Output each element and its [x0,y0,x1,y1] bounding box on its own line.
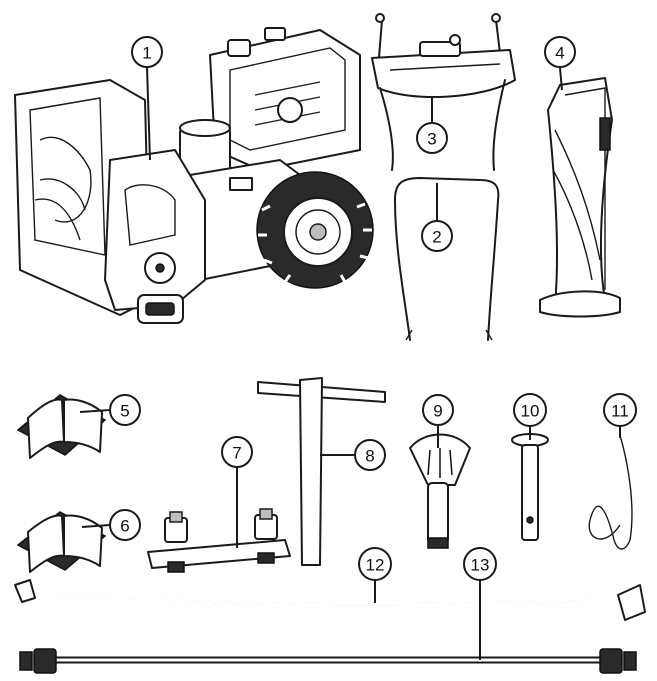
callout-label: 8 [365,447,374,466]
callout-label: 11 [611,402,629,421]
callout-label: 7 [232,444,241,463]
leader-lines [79,66,621,660]
callout-4: 4 [544,36,576,68]
callout-10: 10 [513,393,547,427]
callout-1: 1 [131,36,163,68]
callout-2: 2 [421,220,453,252]
callout-label: 12 [366,556,385,575]
callout-label: 10 [521,402,540,421]
clean-out-tool-illustration [409,433,471,549]
hairpin-clip-illustration [588,434,633,550]
clevis-pin-illustration [511,433,549,541]
callout-7: 7 [221,436,253,468]
callout-12: 12 [358,547,392,581]
t-wrench-illustration [257,377,386,566]
snow-blower-illustration [14,27,374,324]
callout-label: 3 [427,130,436,149]
callout-label: 13 [471,556,490,575]
callout-label: 5 [120,402,129,421]
manual-info-glyph: i [41,410,46,430]
callout-label: 4 [555,44,564,63]
callout-5: 5 [109,394,141,426]
manual-info-glyph: i [41,524,46,544]
callout-label: 2 [432,228,441,247]
shift-cable-illustration [14,579,646,621]
callout-6: 6 [109,509,141,541]
callout-label: 9 [433,402,442,421]
callout-8: 8 [354,439,386,471]
callout-13: 13 [463,547,497,581]
operator-manual-book-illustration: i [16,394,107,459]
callout-9: 9 [422,394,454,426]
lower-handle-illustration [394,177,500,341]
callout-label: 6 [120,517,129,536]
callout-label: 1 [142,44,151,63]
discharge-chute-illustration [539,77,621,318]
skid-bracket-illustration [147,508,291,573]
callout-3: 3 [416,122,448,154]
chute-cable-illustration [19,648,637,674]
callout-11: 11 [603,393,637,427]
control-panel-illustration [371,13,516,171]
engine-manual-book-illustration: i [16,511,107,573]
